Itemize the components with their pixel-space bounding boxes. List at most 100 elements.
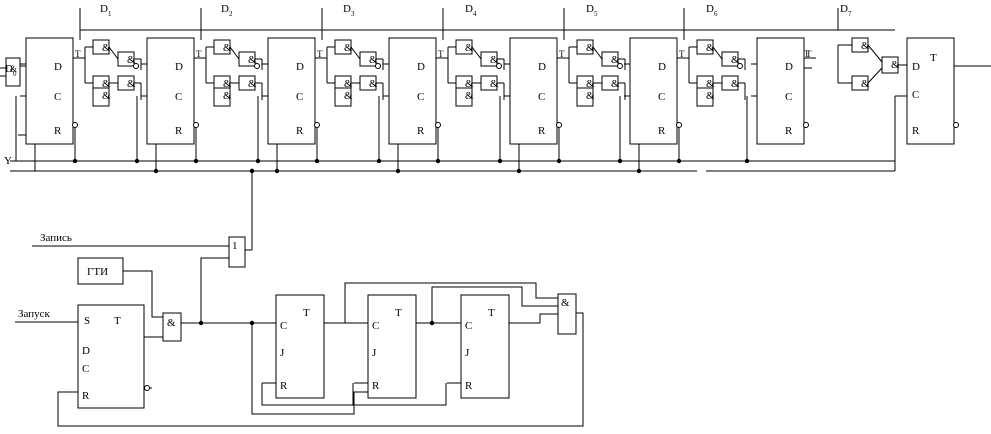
d-flipflop [388,37,437,145]
pin-r: R [658,125,666,137]
inversion-bubble [953,122,959,128]
counter-t-trigger [460,294,510,399]
gate-symbol: & [344,42,353,54]
junction-dot [198,320,204,326]
output-t: T [804,49,810,59]
gate-symbol: & [248,54,257,66]
inversion-bubble [737,63,743,69]
d-flipflop [756,37,805,145]
pin-d: D [417,61,425,73]
pin-r: R [465,380,473,392]
inversion-bubble [375,63,381,69]
zapusk-label: Запуск [18,308,51,320]
wire [431,286,558,323]
and-gate-d7-mid [881,56,899,74]
gate-symbol: & [223,90,232,102]
input-label-d6: D6 [706,3,718,18]
inversion-bubble [72,122,78,128]
input-and-gate [5,57,21,87]
input-subscript: 3 [351,10,355,18]
pin-t: T [114,315,121,327]
junction-dot [435,158,441,164]
wire [261,383,447,406]
wire [867,44,883,63]
gate-symbol: & [706,42,715,54]
pin-c: C [82,363,89,375]
inversion-bubble [435,122,441,128]
pin-s: S [84,315,90,327]
gate-symbol: & [344,90,353,102]
gate-symbol: & [706,78,715,90]
pin-c: C [658,91,665,103]
junction-dot [314,158,320,164]
pin-r: R [280,380,288,392]
inversion-bubble [617,63,623,69]
gate-symbol: & [102,78,111,90]
inversion-bubble [133,63,139,69]
junction-dot [516,168,522,174]
gate-symbol: & [465,78,474,90]
junction-dot [395,168,401,174]
pin-c: C [175,91,182,103]
gate-symbol: & [861,40,870,52]
and-gate-mid-lower [480,75,498,91]
wire [57,312,584,427]
inversion-bubble [556,122,562,128]
gate-symbol: & [891,59,900,71]
junction-dot [153,168,159,174]
junction-dot [676,158,682,164]
gate-symbol: & [731,54,740,66]
and-gate-mid [238,51,256,67]
gate-symbol: & [167,317,176,329]
wire [200,257,229,323]
input-subscript: 5 [594,10,598,18]
and-gate-mid [480,51,498,67]
gate-symbol: & [344,78,353,90]
pin-j: J [280,347,285,359]
gate-symbol: 1 [232,240,238,252]
gate-symbol: & [127,78,136,90]
junction-dot [249,320,255,326]
output-t: T [679,49,685,59]
pin-r: R [54,125,62,137]
pin-t: T [395,307,402,319]
pin-d: D [912,61,920,73]
junction-dot [497,158,503,164]
and-gate-upper [92,39,110,55]
pin-r: R [175,125,183,137]
pin-j: J [372,347,377,359]
gate-symbol: & [611,78,620,90]
gate-symbol: & [465,90,474,102]
junction-dot [429,320,435,326]
inversion-bubble [803,122,809,128]
pin-r: R [372,380,380,392]
wire [324,282,558,324]
and-gate-mid-lower [117,75,135,91]
and-gate-buffer [213,87,231,107]
and-gate-mid-lower [359,75,377,91]
zapis-label: Запись [40,232,72,244]
gate-symbol: & [611,54,620,66]
gate-symbol: & [731,78,740,90]
gate-symbol: & [586,42,595,54]
input-subscript: 7 [848,10,852,18]
output-t: T [317,49,323,59]
junction-dot [255,158,261,164]
output-t: T [559,49,565,59]
input-label-d4: D4 [465,3,477,18]
gate-symbol: & [561,297,570,309]
pin-r: R [912,125,920,137]
pin-c: C [538,91,545,103]
y-bus-label: Y [4,155,12,167]
pin-t: T [303,307,310,319]
input-label-d2: D2 [221,3,233,18]
inversion-bubble [314,122,320,128]
gti-and-gate [162,312,182,342]
pin-c: C [465,320,472,332]
junction-dot [274,168,280,174]
junction-dot [72,158,78,164]
gate-symbol: & [490,54,499,66]
final-t-trigger [906,37,955,145]
